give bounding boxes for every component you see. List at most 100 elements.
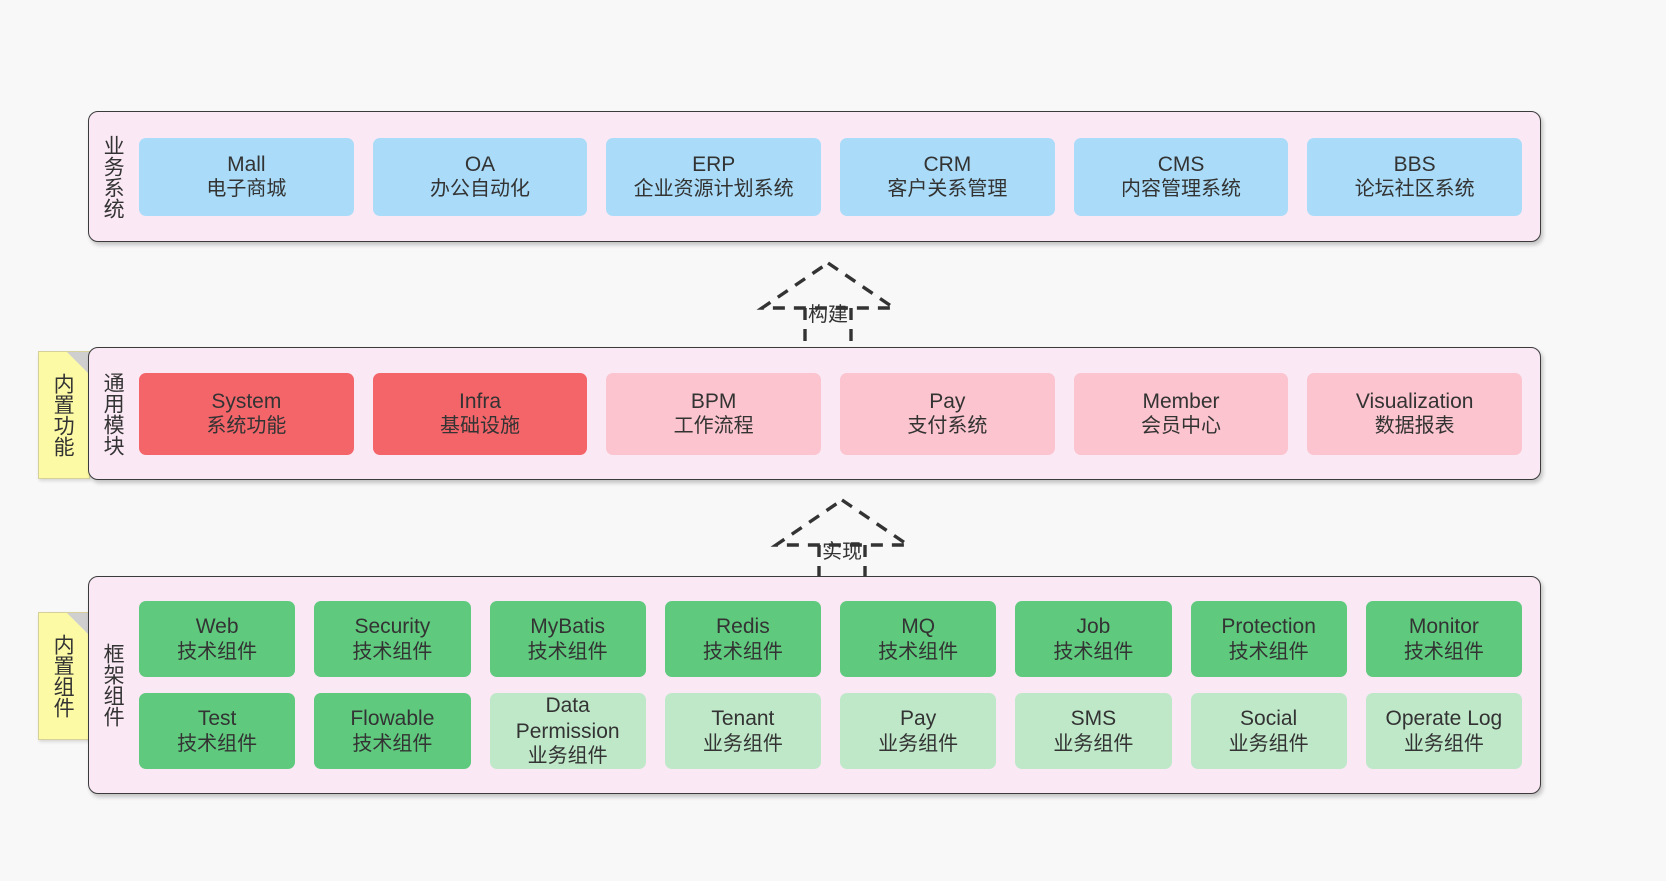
node-title: Pay: [900, 707, 937, 730]
node-visualization[interactable]: Visualization 数据报表: [1307, 372, 1523, 455]
node-pay-component[interactable]: Pay 业务组件: [840, 693, 997, 769]
node-bbs[interactable]: BBS 论坛社区系统: [1307, 137, 1523, 216]
node-subtitle: 技术组件: [702, 640, 783, 663]
node-subtitle: 业务组件: [527, 745, 608, 768]
node-subtitle: 技术组件: [177, 732, 258, 755]
node-title: Visualization: [1355, 389, 1474, 413]
node-title: Redis: [716, 615, 770, 638]
node-crm[interactable]: CRM 客户关系管理: [840, 137, 1055, 216]
node-title: Infra: [458, 389, 502, 413]
node-mybatis[interactable]: MyBatis 技术组件: [489, 601, 646, 677]
node-bpm[interactable]: BPM 工作流程: [606, 372, 822, 455]
node-title: CMS: [1157, 152, 1205, 176]
node-subtitle: 电子商城: [206, 178, 287, 201]
node-title: BBS: [1393, 152, 1436, 176]
node-title: OA: [464, 152, 496, 176]
node-subtitle: 技术组件: [1403, 640, 1484, 663]
layer-body-common-module: System 系统功能 Infra 基础设施 BPM 工作流程 Pay 支付系统…: [135, 348, 1540, 479]
node-title: Tenant: [711, 707, 775, 730]
node-oa[interactable]: OA 办公自动化: [372, 137, 588, 216]
arrow-build-label: 构建: [808, 304, 848, 326]
node-subtitle: 技术组件: [352, 640, 433, 663]
arrow-implement-label: 实现: [822, 541, 862, 563]
node-web[interactable]: Web 技术组件: [139, 601, 296, 677]
node-subtitle: 业务组件: [1403, 732, 1484, 755]
node-title: Operate Log: [1385, 707, 1503, 730]
node-title: MQ: [901, 615, 936, 638]
node-monitor[interactable]: Monitor 技术组件: [1365, 601, 1522, 677]
node-subtitle: 技术组件: [878, 640, 959, 663]
node-subtitle: 业务组件: [702, 732, 783, 755]
node-flowable[interactable]: Flowable 技术组件: [314, 693, 471, 769]
node-subtitle: 技术组件: [527, 640, 608, 663]
node-title: Pay: [929, 389, 966, 413]
node-system[interactable]: System 系统功能: [139, 372, 354, 455]
note-label: 内置功能: [51, 373, 75, 457]
node-title: ERP: [692, 152, 736, 176]
node-subtitle: 工作流程: [673, 415, 754, 438]
node-row: Mall 电子商城 OA 办公自动化 ERP 企业资源计划系统 CRM 客户关系…: [139, 137, 1523, 216]
node-job[interactable]: Job 技术组件: [1015, 601, 1172, 677]
note-label: 内置组件: [51, 634, 75, 718]
layer-business-system: 业务系统 Mall 电子商城 OA 办公自动化 ERP 企业资源计划系统 CRM…: [88, 111, 1541, 242]
node-subtitle: 办公自动化: [430, 178, 530, 201]
node-pay-module[interactable]: Pay 支付系统: [840, 372, 1055, 455]
node-tenant[interactable]: Tenant 业务组件: [664, 693, 821, 769]
layer-title-framework-component: 框架组件: [101, 643, 125, 727]
node-redis[interactable]: Redis 技术组件: [664, 601, 821, 677]
layer-title-common-module: 通用模块: [101, 371, 125, 456]
node-subtitle: 系统功能: [206, 415, 287, 438]
node-title: Security: [354, 615, 431, 638]
arrow-build: 构建: [748, 258, 908, 350]
node-subtitle: 基础设施: [440, 415, 520, 438]
node-erp[interactable]: ERP 企业资源计划系统: [606, 137, 822, 216]
node-operate-log[interactable]: Operate Log 业务组件: [1365, 693, 1522, 769]
node-subtitle: 会员中心: [1141, 415, 1222, 438]
node-subtitle: 数据报表: [1374, 415, 1455, 438]
node-title: Social: [1240, 707, 1298, 730]
note-builtin-function: 内置功能: [38, 351, 90, 479]
node-sms[interactable]: SMS 业务组件: [1015, 693, 1172, 769]
node-data-permission[interactable]: Data Permission 业务组件: [489, 693, 646, 769]
node-title: System: [211, 389, 282, 413]
node-member[interactable]: Member 会员中心: [1073, 372, 1289, 455]
node-security[interactable]: Security 技术组件: [314, 601, 471, 677]
node-protection[interactable]: Protection 技术组件: [1190, 601, 1347, 677]
node-title: BPM: [690, 389, 737, 413]
layer-body-framework-component: Web 技术组件 Security 技术组件 MyBatis 技术组件 Redi…: [135, 577, 1540, 793]
note-builtin-component: 内置组件: [38, 612, 90, 740]
node-subtitle: 内容管理系统: [1121, 178, 1242, 201]
node-mq[interactable]: MQ 技术组件: [840, 601, 997, 677]
node-subtitle: 业务组件: [1228, 732, 1309, 755]
node-row: Test 技术组件 Flowable 技术组件 Data Permission …: [139, 693, 1522, 769]
node-subtitle: 技术组件: [352, 732, 433, 755]
node-subtitle: 企业资源计划系统: [633, 178, 794, 201]
layer-framework-component: 框架组件 Web 技术组件 Security 技术组件 MyBatis 技术组件…: [88, 576, 1541, 794]
layer-title-business-system: 业务系统: [101, 134, 125, 219]
node-subtitle: 业务组件: [1053, 732, 1134, 755]
node-title: Test: [197, 707, 237, 730]
node-title: MyBatis: [530, 615, 605, 638]
node-subtitle: 技术组件: [177, 640, 258, 663]
node-mall[interactable]: Mall 电子商城: [139, 137, 354, 216]
node-infra[interactable]: Infra 基础设施: [372, 372, 588, 455]
arrow-build-icon: [756, 260, 900, 350]
layer-body-business-system: Mall 电子商城 OA 办公自动化 ERP 企业资源计划系统 CRM 客户关系…: [135, 112, 1540, 241]
node-title: Job: [1076, 615, 1111, 638]
node-title: Mall: [227, 152, 266, 176]
node-subtitle: 论坛社区系统: [1354, 178, 1475, 201]
node-test[interactable]: Test 技术组件: [139, 693, 296, 769]
node-subtitle: 客户关系管理: [887, 178, 1008, 201]
node-row: Web 技术组件 Security 技术组件 MyBatis 技术组件 Redi…: [139, 601, 1522, 677]
node-subtitle: 支付系统: [907, 415, 988, 438]
node-title: Member: [1142, 389, 1220, 413]
node-title: Protection: [1221, 615, 1316, 638]
node-subtitle: 业务组件: [878, 732, 959, 755]
node-subtitle: 技术组件: [1228, 640, 1309, 663]
node-social[interactable]: Social 业务组件: [1190, 693, 1347, 769]
node-row: System 系统功能 Infra 基础设施 BPM 工作流程 Pay 支付系统…: [139, 372, 1523, 455]
node-cms[interactable]: CMS 内容管理系统: [1073, 137, 1289, 216]
node-title: SMS: [1070, 707, 1117, 730]
arrow-implement-icon: [770, 497, 914, 587]
